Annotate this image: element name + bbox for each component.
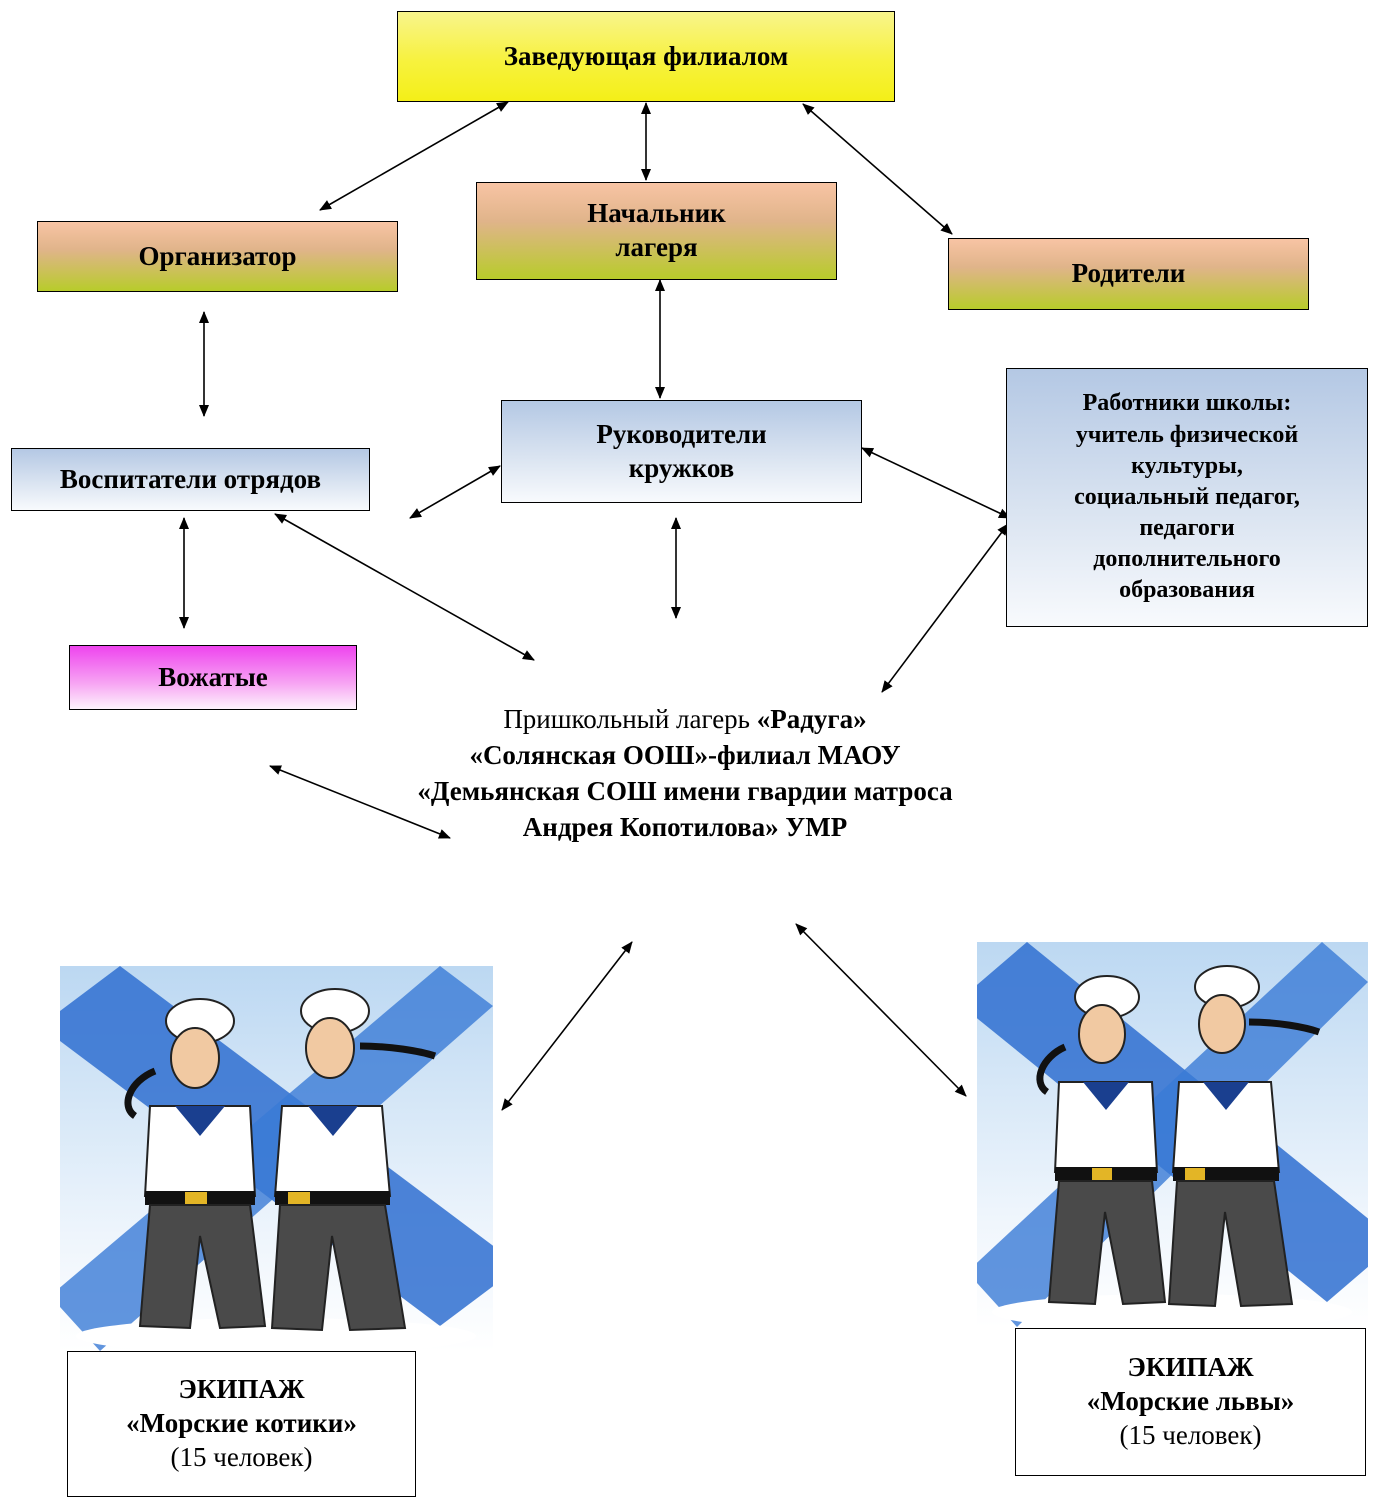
arrow-counselors-camp bbox=[269, 765, 451, 839]
arrow-camp-crew-left bbox=[501, 941, 633, 1111]
arrow-clubs-staff bbox=[861, 447, 1011, 519]
sailors-image-left bbox=[60, 966, 493, 1351]
arrow-head-organizer bbox=[319, 101, 509, 211]
arrow-educators-camp bbox=[274, 513, 535, 661]
sailors-image-right bbox=[977, 942, 1368, 1327]
arrow-head-parents bbox=[802, 103, 953, 235]
club-leaders-line-2: кружков bbox=[628, 452, 735, 483]
school-staff-line-3: культуры, bbox=[1131, 452, 1243, 479]
parents-box: Родители bbox=[948, 238, 1309, 310]
head-box: Заведующая филиалом bbox=[397, 11, 895, 102]
school-staff-box: Работники школы: учитель физической куль… bbox=[1006, 368, 1368, 627]
arrow-camp-crew-right bbox=[795, 923, 967, 1097]
camp-line-4: Андрея Копотилова» УМР bbox=[522, 811, 848, 842]
parents-label: Родители bbox=[1071, 258, 1186, 289]
counselors-box: Вожатые bbox=[69, 645, 357, 710]
camp-chief-line-2: лагеря bbox=[615, 232, 698, 262]
crew-left-box: ЭКИПАЖ «Морские котики» (15 человек) bbox=[67, 1351, 416, 1497]
educators-label: Воспитатели отрядов bbox=[59, 463, 322, 494]
crew-right-box: ЭКИПАЖ «Морские львы» (15 человек) bbox=[1015, 1328, 1366, 1476]
school-staff-line-2: учитель физической bbox=[1075, 421, 1299, 448]
camp-line-2: «Солянская ООШ»-филиал МАОУ bbox=[469, 739, 901, 770]
crew-right-name: «Морские львы» bbox=[1086, 1386, 1295, 1417]
school-staff-line-1: Работники школы: bbox=[1082, 390, 1292, 417]
sailors-illustration-left bbox=[60, 966, 493, 1351]
school-staff-line-6: дополнительного bbox=[1093, 546, 1281, 573]
crew-left-title: ЭКИПАЖ bbox=[178, 1374, 305, 1405]
organizer-box: Организатор bbox=[37, 221, 398, 292]
crew-left-count: (15 человек) bbox=[170, 1441, 313, 1472]
educators-box: Воспитатели отрядов bbox=[11, 448, 370, 511]
arrow-clubs-educators bbox=[409, 465, 501, 519]
arrow-staff-camp bbox=[881, 523, 1009, 693]
sailors-illustration-right bbox=[977, 942, 1368, 1327]
school-staff-line-4: социальный педагог, bbox=[1074, 483, 1300, 510]
school-staff-line-7: образования bbox=[1119, 577, 1255, 604]
organizer-label: Организатор bbox=[138, 240, 297, 271]
club-leaders-box: Руководители кружков bbox=[501, 400, 862, 503]
camp-chief-box: Начальник лагеря bbox=[476, 182, 837, 280]
crew-left-name: «Морские котики» bbox=[126, 1408, 357, 1439]
camp-name: «Радуга» bbox=[756, 704, 867, 734]
camp-line-3: «Демьянская СОШ имени гвардии матроса bbox=[417, 775, 953, 806]
camp-prefix: Пришкольный лагерь bbox=[503, 704, 757, 734]
camp-title-line: Пришкольный лагерь «Радуга» bbox=[380, 702, 990, 738]
camp-chief-line-1: Начальник bbox=[587, 198, 726, 229]
head-label: Заведующая филиалом bbox=[503, 40, 789, 71]
counselors-label: Вожатые bbox=[158, 661, 268, 692]
school-staff-line-5: педагоги bbox=[1139, 515, 1235, 542]
crew-right-title: ЭКИПАЖ bbox=[1127, 1352, 1254, 1383]
club-leaders-line-1: Руководители bbox=[596, 418, 767, 449]
camp-description: Пришкольный лагерь «Радуга» «Солянская О… bbox=[380, 702, 990, 846]
crew-right-count: (15 человек) bbox=[1119, 1419, 1262, 1450]
